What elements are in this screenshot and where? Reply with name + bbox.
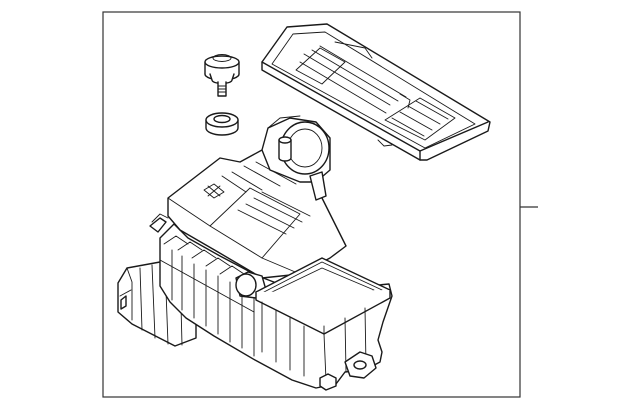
- air-box-icon: [117, 115, 393, 391]
- ring-grommet-icon: [205, 112, 239, 136]
- grommet-stud-icon: [204, 54, 240, 97]
- filter-tray-icon: [261, 23, 491, 161]
- diagram-frame: [102, 11, 521, 398]
